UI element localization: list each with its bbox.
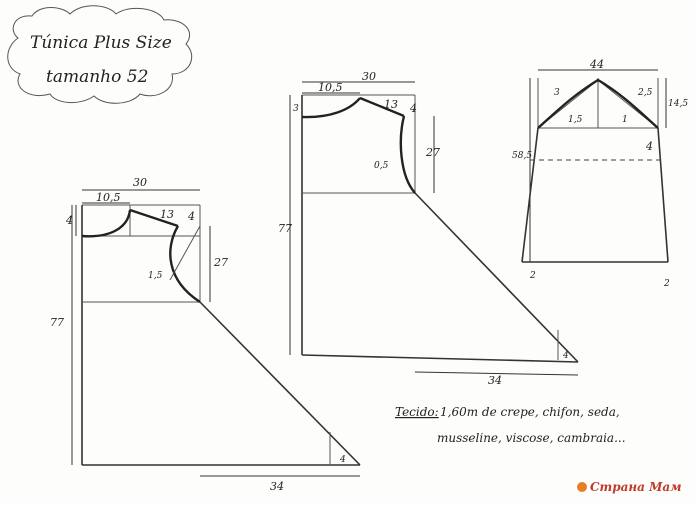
- front-width-label: 30: [133, 176, 147, 189]
- front-neck-width-label: 10,5: [96, 191, 121, 204]
- back-neck-width-label: 10,5: [318, 81, 343, 94]
- front-armhole: [169, 225, 201, 304]
- front-side-seam: [199, 301, 361, 466]
- fabric-note-line-1: 1,60m de crepe, chifon, seda,: [440, 405, 620, 419]
- back-hem-line: [301, 354, 579, 363]
- sleeve-cap-curve: [537, 78, 659, 129]
- front-curve-label: 1,5: [148, 271, 163, 281]
- front-corner-label: 4: [339, 455, 346, 465]
- sleeve-cap-left-label: 3: [554, 88, 560, 98]
- back-hem-label: 34: [488, 374, 502, 387]
- sleeve-hem-right-label: 2: [663, 279, 670, 289]
- back-length-label: 77: [278, 222, 292, 235]
- front-length-label: 77: [50, 316, 64, 329]
- back-armhole: [399, 115, 416, 194]
- sleeve-side-label: 4: [645, 140, 653, 153]
- back-neckline: [301, 97, 361, 119]
- back-side-seam: [414, 192, 579, 363]
- back-shoulder: [359, 96, 405, 118]
- title-line-2: tamanho 52: [46, 67, 148, 87]
- sleeve-hem-left-label: 2: [529, 271, 536, 281]
- fabric-note-label: Tecido:: [395, 405, 439, 419]
- sleeve-length-label: 58,5: [512, 151, 532, 161]
- sleeve-inner-right-label: 1: [622, 115, 628, 125]
- front-hem-label: 34: [270, 480, 284, 493]
- sleeve-width-label: 44: [589, 58, 604, 71]
- front-neck-depth-label: 4: [65, 214, 73, 227]
- back-curve-label: 0,5: [374, 161, 389, 171]
- sleeve-cap-height-label: 14,5: [668, 99, 688, 109]
- watermark-text: Страна Мам: [590, 480, 682, 494]
- sleeve-cap-right-label: 2,5: [637, 88, 653, 98]
- back-armhole-depth-label: 27: [425, 146, 440, 159]
- title-cloud-outline: [7, 5, 193, 104]
- fabric-note: Tecido: 1,60m de crepe, chifon, seda, mu…: [395, 405, 626, 445]
- fabric-note-line-2: musseline, viscose, cambraia...: [437, 431, 626, 445]
- front-shoulder-label: 13: [160, 208, 174, 221]
- front-curve-guide: [169, 225, 201, 281]
- back-corner-label: 4: [562, 351, 569, 361]
- back-pattern: 30 10,5 3 13 4 27 0,5 77 34 4: [278, 70, 579, 387]
- back-shoulder-drop-label: 4: [409, 102, 417, 115]
- front-armhole-depth-label: 27: [213, 256, 228, 269]
- back-hem-dimension: [414, 371, 579, 376]
- title-cloud: Túnica Plus Size tamanho 52: [7, 5, 193, 104]
- title-line-1: Túnica Plus Size: [30, 33, 172, 53]
- back-width-label: 30: [362, 70, 376, 83]
- back-neck-depth-label: 3: [293, 104, 299, 114]
- front-pattern: 30 10,5 4 13 4 27 1,5 77 34 4: [50, 176, 361, 493]
- back-shoulder-label: 13: [384, 98, 398, 111]
- watermark: Страна Мам: [577, 480, 682, 494]
- front-shoulder-drop-label: 4: [187, 210, 195, 223]
- front-neckline: [81, 209, 132, 238]
- sleeve-inner-left-label: 1,5: [568, 115, 583, 125]
- sleeve-right-side: [657, 127, 669, 263]
- sleeve-pattern: 44 3 2,5 14,5 1,5 1 58,5 4 2 2: [512, 58, 688, 289]
- watermark-flower-icon: [577, 482, 587, 492]
- front-shoulder: [129, 208, 179, 228]
